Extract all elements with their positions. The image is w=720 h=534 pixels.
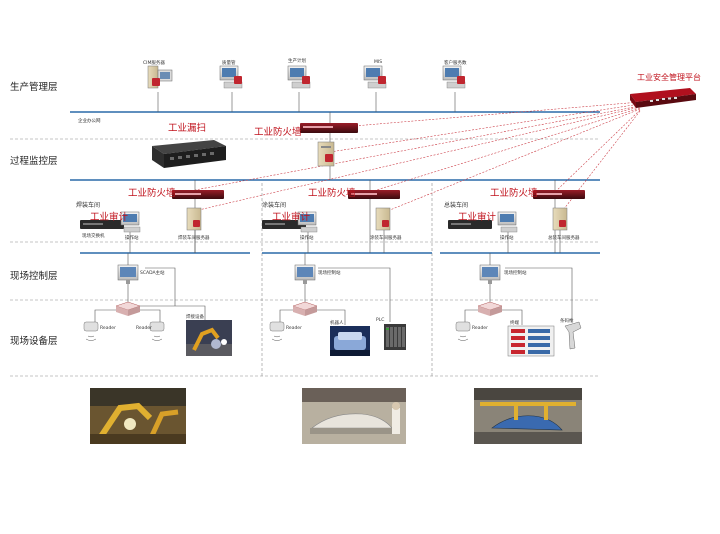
layer-label-control: 现场控制层 <box>10 271 58 282</box>
terminal-device <box>507 325 555 357</box>
ws2-ctrl-label: 现场控制站 <box>318 271 341 276</box>
layer-label-management: 生产管理层 <box>10 82 58 93</box>
factory-photo-2 <box>302 388 406 444</box>
ws3-server-label: 总装车间服务器 <box>548 236 580 241</box>
layer-label-device: 现场设备层 <box>10 336 58 347</box>
ws2-device-3: PLC <box>376 318 385 323</box>
ws1-audit-label: 工业审计 <box>90 212 129 223</box>
platform-links <box>189 101 641 215</box>
welding-device-image <box>186 320 232 356</box>
ws1-device-2: Reader <box>136 326 152 331</box>
control-monitors <box>117 264 501 284</box>
ws2-name: 涂装车间 <box>262 202 287 209</box>
connectors <box>94 92 573 325</box>
ws2-firewall-label: 工业防火墙 <box>308 188 356 199</box>
mgmt-pc-2 <box>219 65 243 89</box>
network-buses <box>70 111 600 254</box>
ws3-station-label: 操作站 <box>500 236 514 241</box>
ws1-ctrl-label: SCADA主站 <box>140 271 165 276</box>
ws3-device-2: 终端 <box>510 321 519 326</box>
ws1-name: 焊装车间 <box>76 202 101 209</box>
robot-image <box>330 326 370 356</box>
mgmt-label-4: MIS <box>374 60 383 65</box>
scan-label: 工业漏扫 <box>168 123 207 134</box>
ws1-firewall-label: 工业防火墙 <box>128 188 176 199</box>
ws2-station-label: 操作站 <box>300 236 314 241</box>
ws3-firewall-label: 工业防火墙 <box>490 188 538 199</box>
ws3-audit-label: 工业审计 <box>458 212 497 223</box>
plc-device <box>384 324 406 350</box>
enterprise-net-label: 企业办公网 <box>78 119 101 124</box>
monitor-server <box>317 141 335 167</box>
mgmt-label-5: 客户服务数 <box>444 61 467 66</box>
top-firewall-label: 工业防火墙 <box>254 127 302 138</box>
top-firewall-device <box>300 123 358 133</box>
audit-devices <box>80 220 492 229</box>
mgmt-pc-4 <box>363 65 387 89</box>
ws3-ctrl-label: 现场控制站 <box>504 271 527 276</box>
rfid-readers <box>83 321 471 341</box>
ws2-device-1: Reader <box>286 326 302 331</box>
workshop-firewalls <box>172 190 585 199</box>
ws1-server-label: 焊装车间服务器 <box>178 236 210 241</box>
vuln-scanner-device <box>152 140 226 168</box>
factory-photo-3 <box>474 388 582 444</box>
platform-label: 工业安全管理平台 <box>637 73 701 82</box>
mgmt-label-2: 质量管 <box>222 61 236 66</box>
ws3-device-1: Reader <box>472 326 488 331</box>
layer-label-monitoring: 过程监控层 <box>10 156 58 167</box>
ws3-device-3: 条码枪 <box>560 319 574 324</box>
mgmt-pc-5 <box>442 65 466 89</box>
ws2-audit-label: 工业审计 <box>272 212 311 223</box>
mgmt-label-3: 生产计划 <box>288 59 306 64</box>
ws1-station-label: 操作站 <box>125 236 139 241</box>
ws3-name: 总装车间 <box>444 202 469 209</box>
mgmt-server-1 <box>147 65 173 89</box>
workshop-servers <box>186 207 568 231</box>
ws1-switch-label: 现场交换机 <box>82 234 105 239</box>
mgmt-label-1: CIM服务器 <box>143 61 165 66</box>
field-switches <box>115 301 503 316</box>
barcode-scanner <box>564 321 582 350</box>
ws1-device-3: 焊接设备 <box>186 315 204 320</box>
factory-photo-1 <box>90 388 186 444</box>
ws2-server-label: 涂装车间服务器 <box>370 236 402 241</box>
ws2-device-2: 机器人 <box>330 321 344 326</box>
ws1-device-1: Reader <box>100 326 116 331</box>
security-platform-device <box>630 88 696 108</box>
operation-stations <box>120 211 518 233</box>
mgmt-pc-3 <box>287 65 311 89</box>
